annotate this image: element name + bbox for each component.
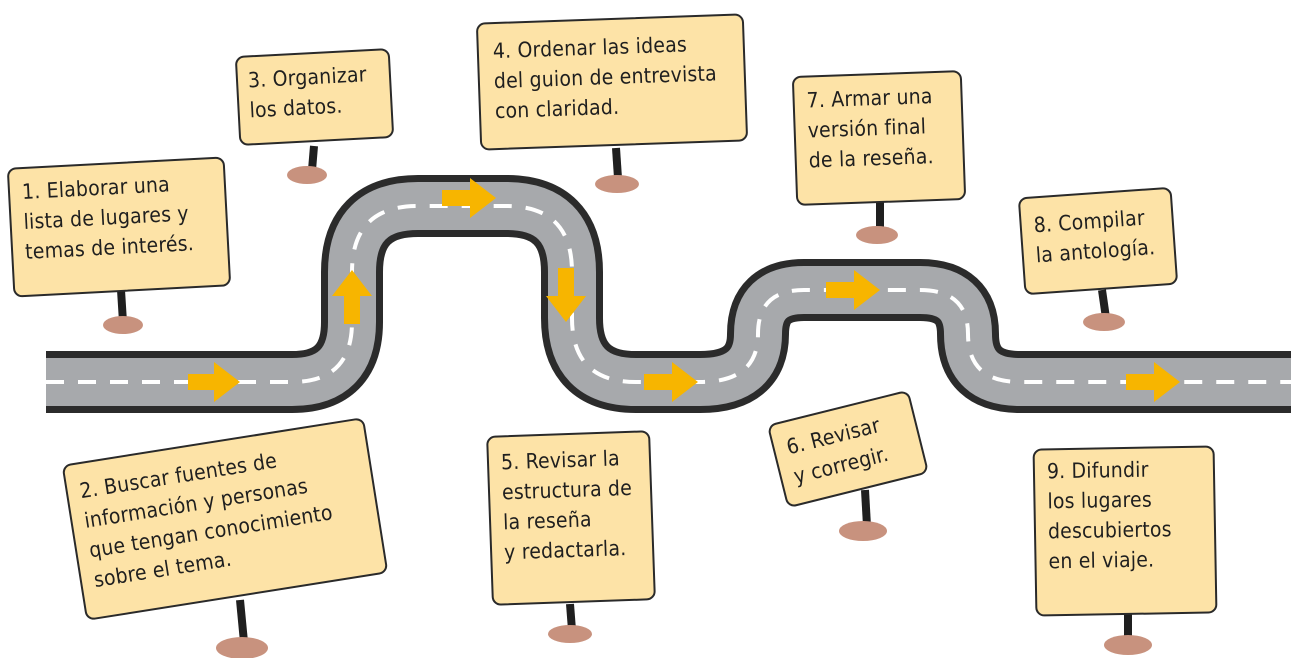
post-3 xyxy=(308,145,318,171)
arrow-right-icon xyxy=(188,362,240,402)
direction-arrows xyxy=(188,178,1180,402)
stone-4 xyxy=(595,175,639,193)
sign-step-3: 3. Organizar los datos. xyxy=(234,48,395,146)
lane-divider xyxy=(46,204,1291,384)
arrow-up-icon xyxy=(332,270,372,324)
stone-5 xyxy=(548,625,592,643)
arrow-right-icon xyxy=(442,178,496,218)
stone-8 xyxy=(1083,313,1125,331)
sign-step-9: 9. Difundir los lugares descubiertos en … xyxy=(1032,445,1218,617)
post-6 xyxy=(861,489,871,527)
stone-2 xyxy=(216,637,268,658)
sign-step-5: 5. Revisar la estructura de la reseña y … xyxy=(486,430,656,606)
arrow-right-icon xyxy=(826,270,880,310)
sign-posts xyxy=(103,145,1152,658)
post-2 xyxy=(236,599,248,643)
arrow-right-icon xyxy=(644,362,698,402)
sign-step-1: 1. Elaborar una lista de lugares y temas… xyxy=(6,156,232,298)
stone-6 xyxy=(839,521,887,541)
stone-9 xyxy=(1104,635,1152,655)
arrow-right-icon xyxy=(1126,362,1180,402)
sign-step-8: 8. Compilar la antología. xyxy=(1017,186,1179,296)
sign-step-4: 4. Ordenar las ideas del guion de entrev… xyxy=(475,13,749,151)
stone-3 xyxy=(287,166,327,184)
stone-1 xyxy=(103,316,143,334)
sign-step-7: 7. Armar una versión final de la reseña. xyxy=(791,70,967,206)
road xyxy=(46,175,1291,413)
post-4 xyxy=(612,147,622,179)
arrow-down-icon xyxy=(546,268,586,322)
stone-7 xyxy=(856,226,898,244)
